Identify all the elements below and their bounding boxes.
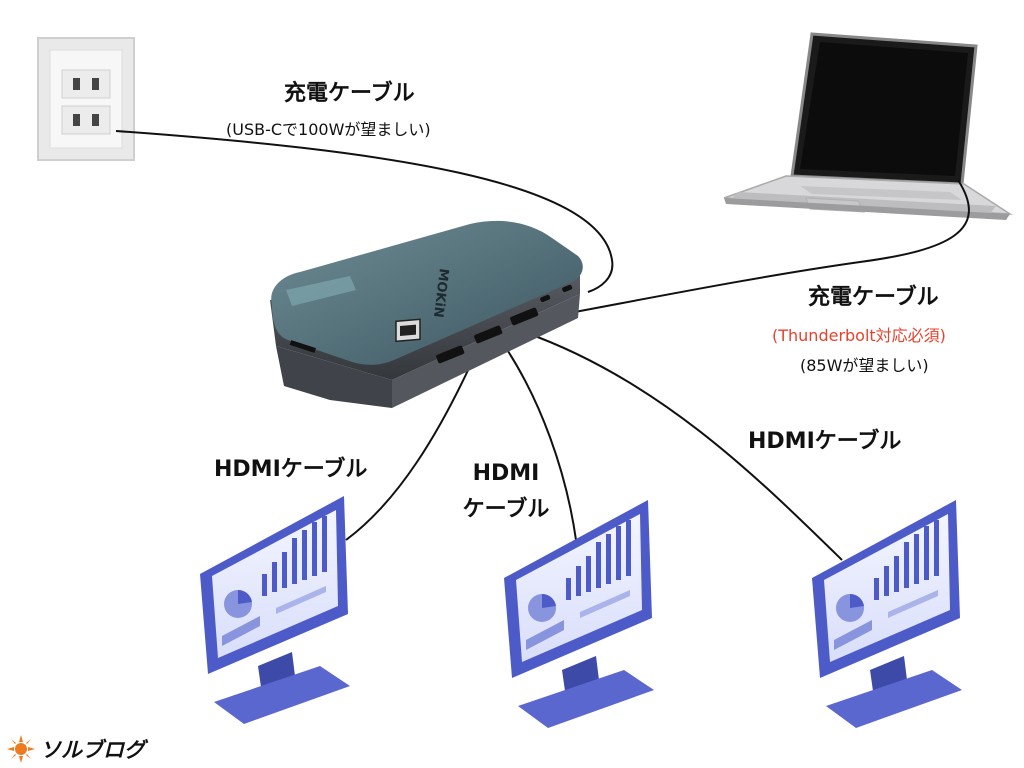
cable-hub-to-monitor-1: [345, 365, 471, 541]
outlet-cable-label: 充電ケーブル: [284, 81, 415, 106]
docking-hub: MOKiN: [270, 220, 583, 408]
monitor-2-cable-label-line1: HDMI: [472, 461, 540, 486]
monitor-2: [504, 500, 654, 728]
monitor-1-cable-label: HDMIケーブル: [214, 457, 368, 482]
site-brand: ソルブログ: [6, 734, 145, 764]
laptop-cable-note: (85Wが望ましい): [800, 356, 929, 375]
laptop: [723, 32, 1013, 220]
monitor-3: [812, 500, 962, 728]
hub-brand-logo: MOKiN: [430, 268, 451, 319]
monitor-2-cable-label: HDMI ケーブル: [458, 460, 554, 523]
cables: [115, 130, 970, 561]
cable-laptop-to-hub: [563, 179, 970, 315]
monitor-1: [200, 496, 350, 724]
monitor-2-cable-label-line2: ケーブル: [462, 496, 550, 522]
monitor-3-cable-label: HDMIケーブル: [748, 429, 902, 454]
sun-logo-icon: [7, 735, 35, 763]
site-brand-name: ソルブログ: [40, 738, 145, 762]
laptop-cable-note-required: (Thunderbolt対応必須): [772, 326, 946, 345]
cable-outlet-to-hub: [115, 130, 614, 293]
cable-hub-to-monitor-3: [523, 331, 843, 561]
cable-hub-to-monitor-2: [505, 347, 577, 541]
laptop-cable-label: 充電ケーブル: [808, 285, 939, 310]
wall-outlet: [37, 37, 135, 161]
outlet-cable-note: (USB-Cで100Wが望ましい): [226, 120, 431, 139]
